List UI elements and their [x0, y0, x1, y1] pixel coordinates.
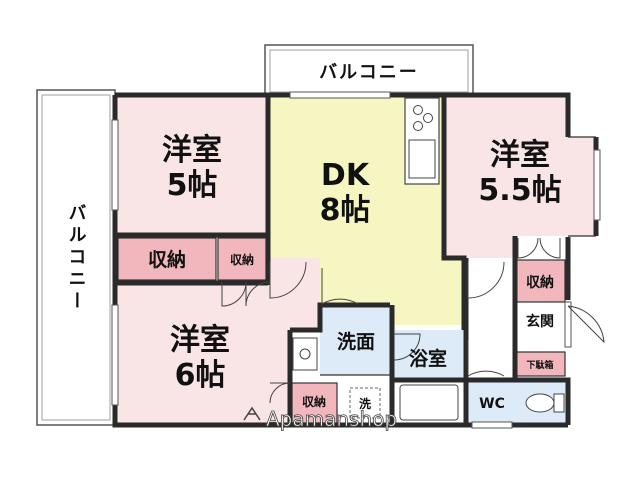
washing-machine-space	[349, 387, 381, 419]
stove-burner-icon	[423, 113, 433, 123]
stove-burner-icon	[413, 121, 423, 131]
thin-walls	[320, 136, 596, 376]
room-western-55-name: 洋室	[490, 138, 550, 173]
washroom-area	[320, 305, 392, 375]
balcony-top-label: バルコニー	[319, 62, 419, 83]
room-western-6-size: 6帖	[175, 358, 226, 393]
washer-label: 洗	[359, 396, 371, 411]
room-western-5-size: 5帖	[167, 168, 218, 203]
bathroom-label: 浴室	[409, 347, 447, 370]
windows	[111, 91, 601, 429]
room-western-6-name: 洋室	[170, 323, 230, 358]
entrance-area	[515, 305, 565, 350]
toilet-tank	[553, 393, 565, 413]
storage-1-area	[117, 237, 217, 281]
storage-2-label: 収納	[230, 252, 254, 267]
watermark: Apamanshop	[243, 406, 397, 431]
wc-label: WC	[479, 396, 505, 412]
room-western-55-area	[444, 95, 596, 258]
storage-1-label: 収納	[148, 248, 186, 271]
room-dk-size: 8帖	[320, 193, 371, 228]
stove-burner-icon	[413, 105, 423, 115]
balcony-left-inner	[41, 94, 111, 421]
washbasin-drain	[299, 348, 311, 360]
balcony-left	[36, 89, 116, 426]
room-western-6-notch	[268, 258, 320, 330]
storage-3-area	[514, 259, 566, 303]
storage-4-label: 収納	[302, 394, 326, 409]
storage-2-area	[217, 237, 267, 281]
watermark-logo-icon	[243, 406, 261, 421]
washbasin	[292, 337, 318, 371]
room-western-55-size: 5.5帖	[478, 173, 561, 208]
sink	[408, 139, 436, 179]
bathtub	[399, 384, 459, 421]
watermark-text: Apamanshop	[266, 407, 397, 431]
room-western-6-area	[115, 285, 290, 425]
bathroom-area	[392, 330, 464, 380]
room-dk-name: DK	[321, 158, 371, 193]
shoe-box-label: 下駄箱	[526, 359, 553, 371]
room-western-5-name: 洋室	[162, 133, 222, 168]
washroom-label: 洗面	[337, 330, 375, 353]
room-western-5-area	[115, 95, 270, 235]
storage-3-label: 収納	[526, 274, 554, 291]
entrance-label: 玄関	[526, 313, 554, 330]
door-swings	[221, 237, 605, 404]
balcony-top	[264, 44, 474, 96]
balcony-left-label: バルコニー	[66, 203, 87, 313]
toilet	[525, 393, 555, 413]
